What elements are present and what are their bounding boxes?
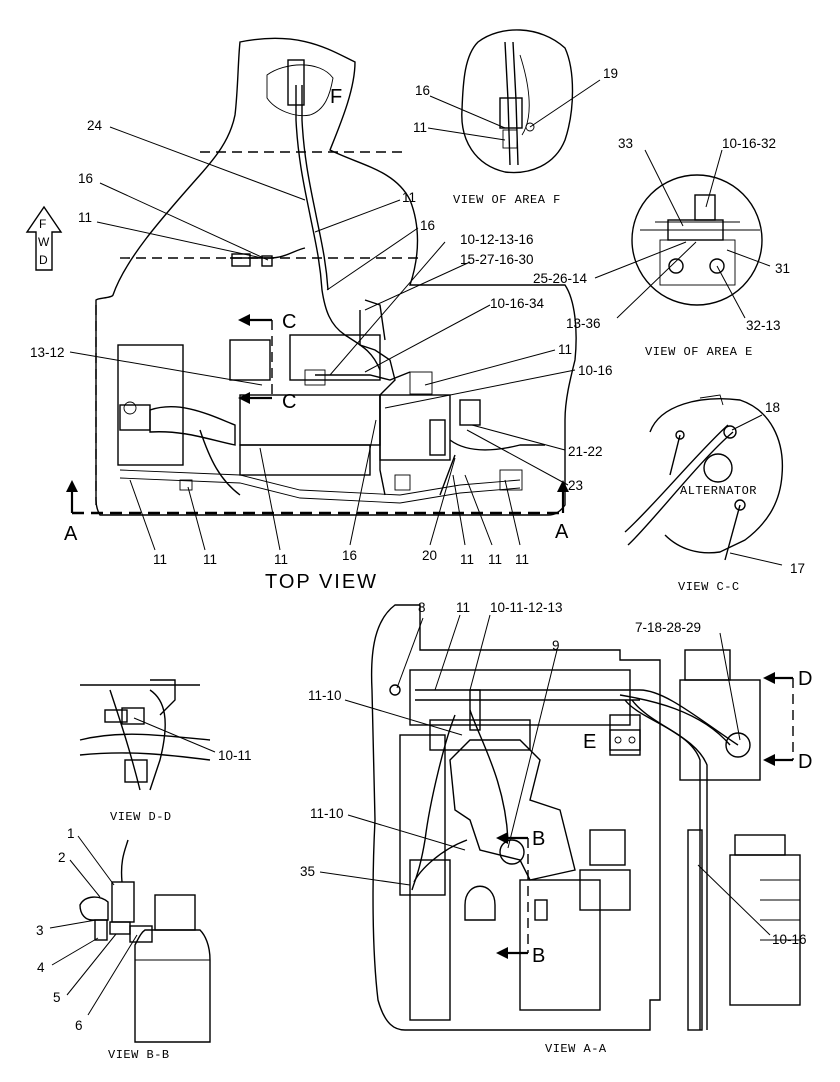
- labels: TOP VIEW VIEW OF AREA F VIEW OF AREA E V…: [30, 66, 812, 1062]
- callout: 18: [765, 400, 780, 415]
- callout: 11: [274, 552, 288, 567]
- callout: 11: [153, 552, 167, 567]
- callout: 10-16: [578, 363, 613, 378]
- view-d-d: [79, 679, 216, 791]
- view-a-a-caption: VIEW A-A: [545, 1042, 607, 1056]
- view-c-c: [624, 394, 784, 566]
- callout: 10-11-12-13: [490, 600, 563, 615]
- section-letter-a-right: A: [555, 521, 569, 543]
- callout: 33: [618, 136, 633, 151]
- callout: 24: [87, 118, 103, 133]
- callout: 1: [67, 826, 75, 841]
- callout: 11: [78, 210, 92, 225]
- callout: 10-11: [218, 748, 252, 763]
- top-view-leaders: [69, 126, 576, 551]
- fwd-letter-f: F: [39, 217, 46, 231]
- callout: 4: [37, 960, 45, 975]
- callout: 16: [78, 171, 93, 186]
- callout: 5: [53, 990, 61, 1005]
- view-area-f: [427, 29, 601, 174]
- callout: 13-36: [566, 316, 601, 331]
- callout: 21-22: [568, 444, 603, 459]
- view-area-e-caption: VIEW OF AREA E: [645, 345, 753, 359]
- section-letter-c-top: C: [282, 311, 296, 333]
- callout: 35: [300, 864, 315, 879]
- callout: 16: [342, 548, 357, 563]
- section-letter-e: E: [583, 731, 596, 753]
- view-area-f-caption: VIEW OF AREA F: [453, 193, 561, 207]
- callout: 8: [418, 600, 426, 615]
- alternator-label: ALTERNATOR: [680, 484, 757, 498]
- view-d-d-caption: VIEW D-D: [110, 810, 172, 824]
- fwd-letter-w: W: [38, 235, 50, 249]
- callout: 11: [456, 600, 470, 615]
- callout: 32-13: [746, 318, 781, 333]
- section-letter-d-bottom: D: [798, 751, 812, 773]
- view-b-b-caption: VIEW B-B: [108, 1048, 170, 1062]
- callout: 11: [488, 552, 502, 567]
- callout: 16: [420, 218, 435, 233]
- callout: 20: [422, 548, 437, 563]
- callout: 11: [203, 552, 217, 567]
- callout: 17: [790, 561, 805, 576]
- callout: 11: [413, 120, 427, 135]
- callout: 11: [402, 190, 416, 205]
- view-a-a: [319, 604, 801, 1031]
- callout: 10-16: [772, 932, 807, 947]
- callout: 25-26-14: [533, 271, 588, 286]
- callout: 11: [558, 342, 572, 357]
- view-b-b: [49, 835, 211, 1043]
- callout: 11: [460, 552, 474, 567]
- view-c-c-caption: VIEW C-C: [678, 580, 740, 594]
- callout: 10-16-34: [490, 296, 545, 311]
- section-letter-f: F: [330, 86, 342, 108]
- top-view-caption: TOP VIEW: [265, 571, 378, 593]
- callout: 9: [552, 638, 560, 653]
- callout: 11: [515, 552, 529, 567]
- section-letter-b-top: B: [532, 828, 545, 850]
- section-letter-c-bottom: C: [282, 391, 296, 413]
- callout: 16: [415, 83, 430, 98]
- callout: 13-12: [30, 345, 65, 360]
- callout: 6: [75, 1018, 83, 1033]
- section-letter-d-top: D: [798, 668, 812, 690]
- callout: 19: [603, 66, 618, 81]
- section-letter-a-left: A: [64, 523, 78, 545]
- callout: 23: [568, 478, 583, 493]
- section-letter-b-bottom: B: [532, 945, 545, 967]
- forward-arrow-icon: [25, 205, 63, 271]
- callout: 7-18-28-29: [635, 620, 701, 635]
- callout: 15-27-16-30: [460, 252, 534, 267]
- callout: 11-10: [308, 688, 342, 703]
- callout: 31: [775, 261, 790, 276]
- view-area-e: [594, 149, 771, 319]
- callout: 2: [58, 850, 66, 865]
- callout: 11-10: [310, 806, 344, 821]
- top-view: [25, 37, 577, 516]
- callout: 10-12-13-16: [460, 232, 534, 247]
- callout: 3: [36, 923, 44, 938]
- callout: 10-16-32: [722, 136, 776, 151]
- fwd-letter-d: D: [39, 253, 48, 267]
